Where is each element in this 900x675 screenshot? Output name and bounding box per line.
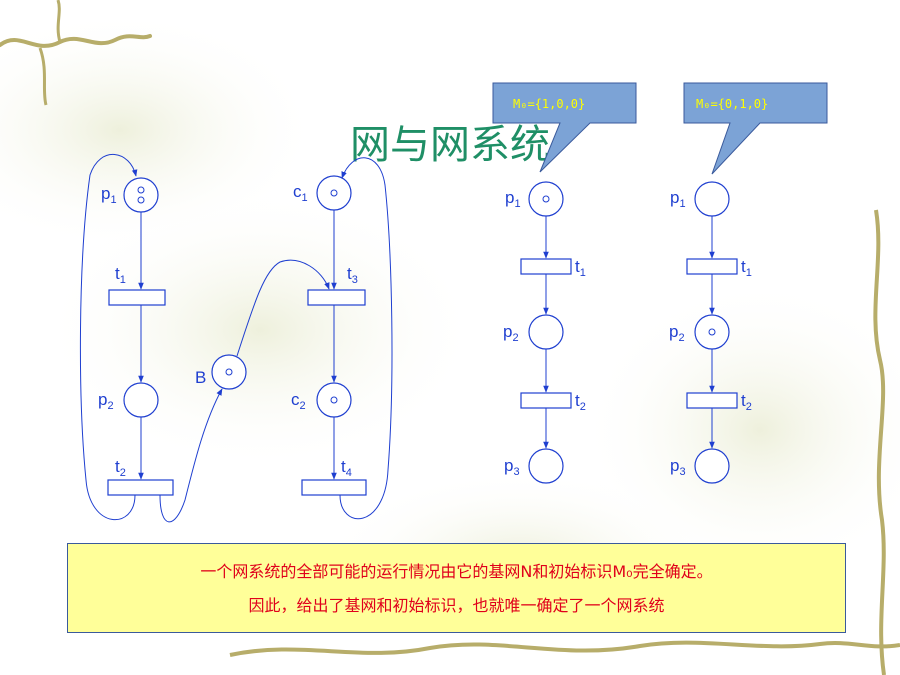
transition-t2 xyxy=(107,479,174,496)
transition-t3 xyxy=(307,289,366,306)
callout-left: M₀={1,0,0} xyxy=(492,82,637,173)
label-t2: t2 xyxy=(575,391,586,413)
transition-t2 xyxy=(686,392,738,409)
middle-net-arcs xyxy=(542,195,550,449)
callout-right: M₀={0,1,0} xyxy=(683,82,828,175)
label-p3: p3 xyxy=(670,456,686,478)
place-p3 xyxy=(528,448,564,484)
vine-top-left xyxy=(0,34,152,48)
note-box: 一个网系统的全部可能的运行情况由它的基网N和初始标识M₀完全确定。 因此，给出了… xyxy=(67,543,846,633)
transition-t4 xyxy=(301,479,367,496)
label-p3: p3 xyxy=(504,456,520,478)
transition-t1 xyxy=(686,258,738,275)
place-p1 xyxy=(123,177,159,213)
note-line-1: 一个网系统的全部可能的运行情况由它的基网N和初始标识M₀完全确定。 xyxy=(200,562,713,581)
label-b: B xyxy=(195,368,206,387)
vine-top-left xyxy=(56,0,62,43)
label-t4: t4 xyxy=(341,457,352,479)
callout-right-text: M₀={0,1,0} xyxy=(696,97,768,111)
label-p1: p1 xyxy=(670,188,686,210)
right-net-arcs xyxy=(708,216,716,449)
middle-net xyxy=(520,181,572,484)
transition-t1 xyxy=(108,289,166,306)
token xyxy=(137,186,145,194)
left-net-arcs xyxy=(79,154,393,523)
label-c2: c2 xyxy=(291,390,306,412)
arc-t4-c1 xyxy=(339,157,393,520)
background-blossom xyxy=(0,10,320,250)
place-p3 xyxy=(694,448,730,484)
token xyxy=(137,196,145,204)
label-t1: t1 xyxy=(575,257,586,279)
label-p2: p2 xyxy=(98,390,114,412)
token xyxy=(225,368,233,376)
callout-left-text: M₀={1,0,0} xyxy=(513,97,585,111)
arc-b-t3 xyxy=(236,259,330,357)
note-line-2: 因此，给出了基网和初始标识，也就唯一确定了一个网系统 xyxy=(248,596,665,615)
token xyxy=(542,195,550,203)
place-p1 xyxy=(528,181,564,217)
place-p2 xyxy=(123,382,159,418)
left-net-tokens xyxy=(137,186,338,404)
arc-t2-p1 xyxy=(79,154,138,520)
label-t1: t1 xyxy=(115,264,126,286)
token xyxy=(330,396,338,404)
place-c2 xyxy=(316,382,352,418)
page-title: 网与网系统 xyxy=(350,122,550,168)
transition-t2 xyxy=(520,392,572,409)
right-net xyxy=(686,181,738,484)
token xyxy=(708,328,716,336)
label-c1: c1 xyxy=(293,182,308,204)
place-p2 xyxy=(528,314,564,350)
place-p1 xyxy=(694,181,730,217)
vine-bottom xyxy=(229,640,900,657)
vine-top-left xyxy=(38,47,48,106)
vine-right xyxy=(873,209,886,675)
arc-t2-b xyxy=(159,388,223,523)
label-p2: p2 xyxy=(503,322,519,344)
label-t2: t2 xyxy=(741,391,752,413)
place-b xyxy=(211,354,247,390)
token xyxy=(330,189,338,197)
place-p2 xyxy=(694,314,730,350)
label-p1: p1 xyxy=(505,188,521,210)
label-t1: t1 xyxy=(741,257,752,279)
place-c1 xyxy=(316,175,352,211)
label-p2: p2 xyxy=(669,322,685,344)
transition-t1 xyxy=(520,258,572,275)
label-p1: p1 xyxy=(101,184,117,206)
label-t2: t2 xyxy=(115,457,126,479)
label-t3: t3 xyxy=(347,264,358,286)
